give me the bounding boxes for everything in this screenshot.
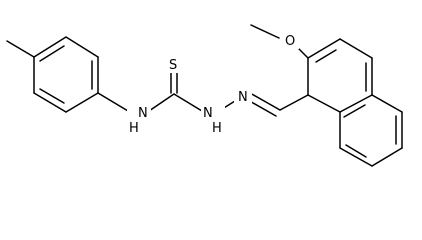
naphthalene-inner-bond — [315, 49, 337, 63]
tolyl-ring-bond — [65, 92, 99, 113]
naphthalene-bond — [371, 147, 403, 167]
left-amine-hydrogen-label: H — [129, 121, 139, 136]
molecule-diagram: O S N H N H N — [6, 24, 403, 167]
tolyl-ring-bond — [33, 36, 67, 58]
imine-nitrogen-label-mask — [234, 87, 252, 105]
right-amine-hydrogen-label: H — [212, 121, 222, 136]
tolyl-aromatic-inner-bond — [39, 88, 65, 104]
tolyl-aromatic-inner-bond — [39, 45, 65, 62]
oxygen-atom-label: O — [285, 34, 295, 49]
tolyl-ring-bond — [65, 36, 99, 58]
naphthalene-inner-bond — [343, 104, 366, 118]
left-nh-label-mask — [127, 103, 151, 135]
methine-aryl-bond — [279, 94, 309, 111]
naphthalene-bond — [307, 38, 341, 59]
oxygen-label-mask — [282, 31, 299, 49]
right-amine-nitrogen-label: N — [203, 106, 213, 121]
naphthalene-inner-bond — [345, 144, 367, 158]
structure-canvas: O S N H N H N — [6, 24, 403, 167]
naphthalene-bond — [339, 38, 373, 59]
sulfur-atom-label: S — [169, 58, 177, 73]
methoxy-bond — [250, 24, 280, 39]
right-nh-label-mask — [201, 103, 225, 135]
naphthalene-bond — [371, 94, 403, 113]
imine-nitrogen-label: N — [238, 90, 248, 105]
nh-thiocarbonyl-bond — [148, 93, 175, 112]
naphthalene-bond — [307, 94, 341, 113]
naphthalene-bond — [339, 94, 373, 113]
tolyl-ring — [33, 36, 99, 113]
naphthalene-bond — [339, 147, 373, 167]
methyl-bond — [6, 40, 35, 58]
naphthalene-ring-system — [307, 38, 403, 167]
aryl-nh-bond — [97, 92, 129, 112]
imine-bond-outer — [249, 92, 281, 111]
aryl-oxygen-bond — [298, 48, 309, 59]
left-amine-nitrogen-label: N — [138, 106, 148, 121]
tolyl-ring-bond — [33, 92, 67, 113]
thiocarbonyl-nh-bond — [173, 93, 203, 112]
sulfur-label-mask — [166, 55, 182, 73]
